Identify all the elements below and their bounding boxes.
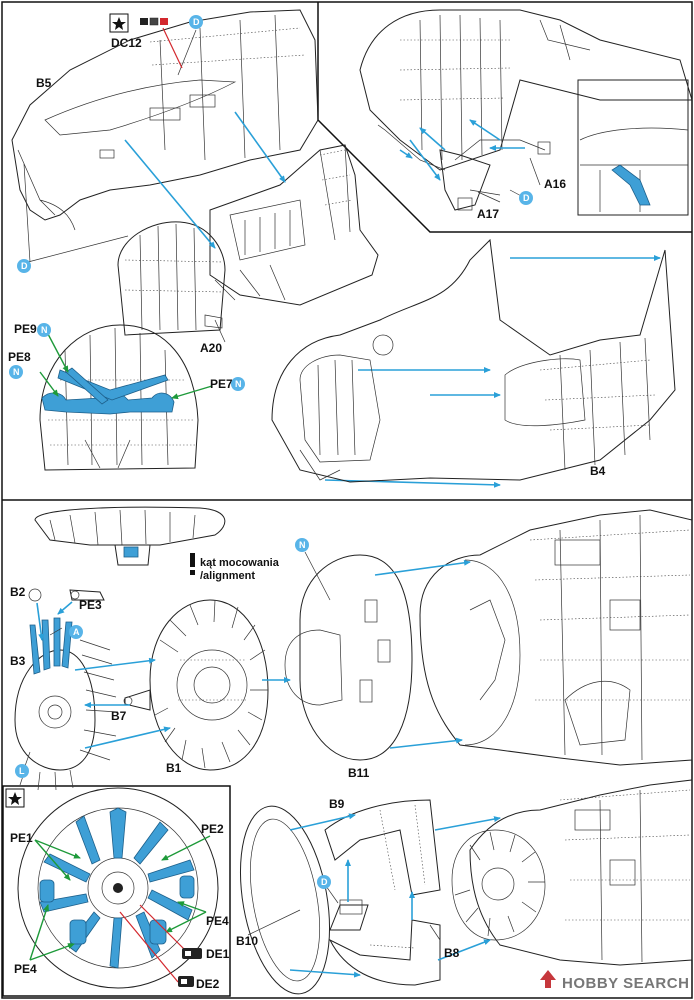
marker-d-cowl: D — [321, 877, 328, 887]
fuselage-half-b5 — [11, 9, 319, 231]
label-b5: B5 — [36, 76, 52, 90]
label-b4: B4 — [590, 464, 606, 478]
label-pe7: PE7 — [210, 377, 233, 391]
cowl-ring-b10 — [239, 805, 331, 995]
bulkhead-pe-detail — [39, 324, 199, 471]
engine-front-pe-detail — [17, 787, 219, 989]
label-b9: B9 — [329, 797, 345, 811]
label-pe9: PE9 — [14, 322, 37, 336]
cowling-b11 — [284, 554, 413, 761]
panel2-arrows — [399, 119, 525, 181]
pe-leaders — [39, 333, 213, 400]
label-de2: DE2 — [196, 977, 220, 991]
cockpit-seat-assembly — [209, 144, 379, 306]
marker-n-pe9: N — [41, 325, 48, 335]
tailwheel-bay-inset — [359, 9, 693, 216]
panel3-arrows — [36, 559, 471, 749]
panel1-arrows — [124, 111, 661, 488]
alignment-note-line1: kąt mocowania — [200, 557, 280, 569]
label-pe4-right: PE4 — [206, 914, 229, 928]
cowling-b8 — [451, 779, 693, 966]
star-icon — [5, 13, 129, 808]
label-pe3: PE3 — [79, 598, 102, 612]
pe-front-leaders — [29, 835, 211, 983]
fuselage-half-b4 — [271, 238, 676, 483]
marker-d-left: D — [21, 261, 28, 271]
label-b7: B7 — [111, 709, 127, 723]
engine-alignment-view — [34, 506, 226, 575]
marker-n-pe7: N — [235, 379, 242, 389]
label-de1: DE1 — [206, 947, 230, 961]
part-labels: DC12 B5 A20 A16 A17 B4 PE9 PE8 PE7 B2 PE… — [8, 36, 606, 991]
watermark: HOBBY SEARCH — [540, 970, 689, 992]
label-pe2: PE2 — [201, 822, 224, 836]
label-b3: B3 — [10, 654, 26, 668]
forward-fuselage — [419, 509, 693, 766]
engine-b1 — [123, 599, 269, 771]
label-pe1: PE1 — [10, 831, 33, 845]
label-b10: B10 — [236, 934, 258, 948]
marker-d-inset: D — [523, 193, 530, 203]
cylinder-b3 — [14, 588, 119, 791]
marker-n-pe8: N — [13, 367, 20, 377]
label-b8: B8 — [444, 946, 460, 960]
label-b1: B1 — [166, 761, 182, 775]
label-b11: B11 — [348, 766, 370, 780]
watermark-text: HOBBY SEARCH — [562, 975, 689, 992]
alignment-note: kąt mocowania /alignment — [200, 557, 280, 582]
hobbysearch-logo-icon — [540, 970, 556, 988]
label-pe4-left: PE4 — [14, 962, 37, 976]
marker-a: A — [73, 627, 80, 637]
label-dc12: DC12 — [111, 36, 142, 50]
panel5-arrows — [289, 813, 501, 978]
label-pe8: PE8 — [8, 350, 31, 364]
decal-icon — [140, 17, 202, 987]
label-a20: A20 — [200, 341, 222, 355]
label-a17: A17 — [477, 207, 499, 221]
marker-l: L — [19, 766, 25, 776]
leader-lines — [23, 27, 541, 941]
cowl-panel-b9 — [324, 799, 441, 986]
circle-markers: D D D N N N N A L D — [9, 15, 533, 889]
label-b2: B2 — [10, 585, 26, 599]
marker-d-top: D — [193, 17, 200, 27]
rear-bulkhead-a20 — [117, 221, 226, 336]
marker-n-cowl: N — [299, 540, 306, 550]
alignment-note-line2: /alignment — [200, 570, 255, 582]
label-a16: A16 — [544, 177, 566, 191]
